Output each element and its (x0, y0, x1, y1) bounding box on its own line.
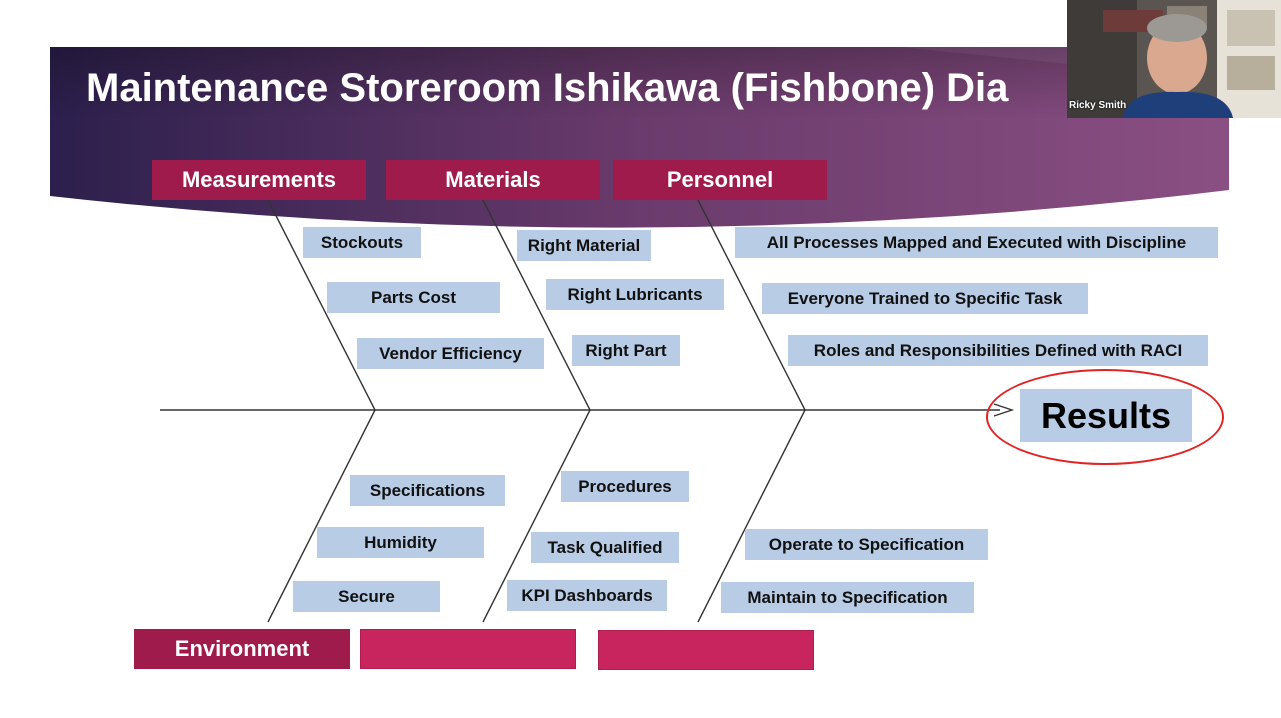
category-measurements: Measurements (152, 160, 366, 200)
bone-bottom-middle (482, 409, 591, 623)
slide-title: Maintenance Storeroom Ishikawa (Fishbone… (86, 66, 1009, 110)
cause-humidity: Humidity (317, 527, 484, 558)
cause-vendor-efficiency: Vendor Efficiency (357, 338, 544, 369)
cause-procedures: Procedures (561, 471, 689, 502)
cause-operate-to-specification: Operate to Specification (745, 529, 988, 560)
cause-right-part: Right Part (572, 335, 680, 366)
cause-task-qualified: Task Qualified (531, 532, 679, 563)
category-empty-right (598, 630, 814, 670)
cause-parts-cost: Parts Cost (327, 282, 500, 313)
cause-maintain-to-specification: Maintain to Specification (721, 582, 974, 613)
category-empty-middle (360, 629, 576, 669)
category-environment: Environment (134, 629, 350, 669)
results-highlight-ring (986, 369, 1224, 465)
category-personnel: Personnel (613, 160, 827, 200)
cause-processes-mapped: All Processes Mapped and Executed with D… (735, 227, 1218, 258)
bone-measurements (267, 199, 376, 411)
cause-secure: Secure (293, 581, 440, 612)
cause-kpi-dashboards: KPI Dashboards (507, 580, 667, 611)
bone-bottom-right (697, 409, 806, 623)
cause-right-lubricants: Right Lubricants (546, 279, 724, 310)
webcam-video-tile[interactable]: Ricky Smith (1067, 0, 1281, 118)
participant-name-label: Ricky Smith (1069, 100, 1127, 111)
cause-stockouts: Stockouts (303, 227, 421, 258)
cause-roles-responsibilities: Roles and Responsibilities Defined with … (788, 335, 1208, 366)
cause-everyone-trained: Everyone Trained to Specific Task (762, 283, 1088, 314)
cause-specifications: Specifications (350, 475, 505, 506)
webcam-video-frame (1067, 0, 1281, 118)
category-materials: Materials (386, 160, 600, 200)
bone-environment (267, 409, 376, 623)
cause-right-material: Right Material (517, 230, 651, 261)
bone-materials (482, 199, 591, 411)
bone-personnel (697, 199, 806, 411)
